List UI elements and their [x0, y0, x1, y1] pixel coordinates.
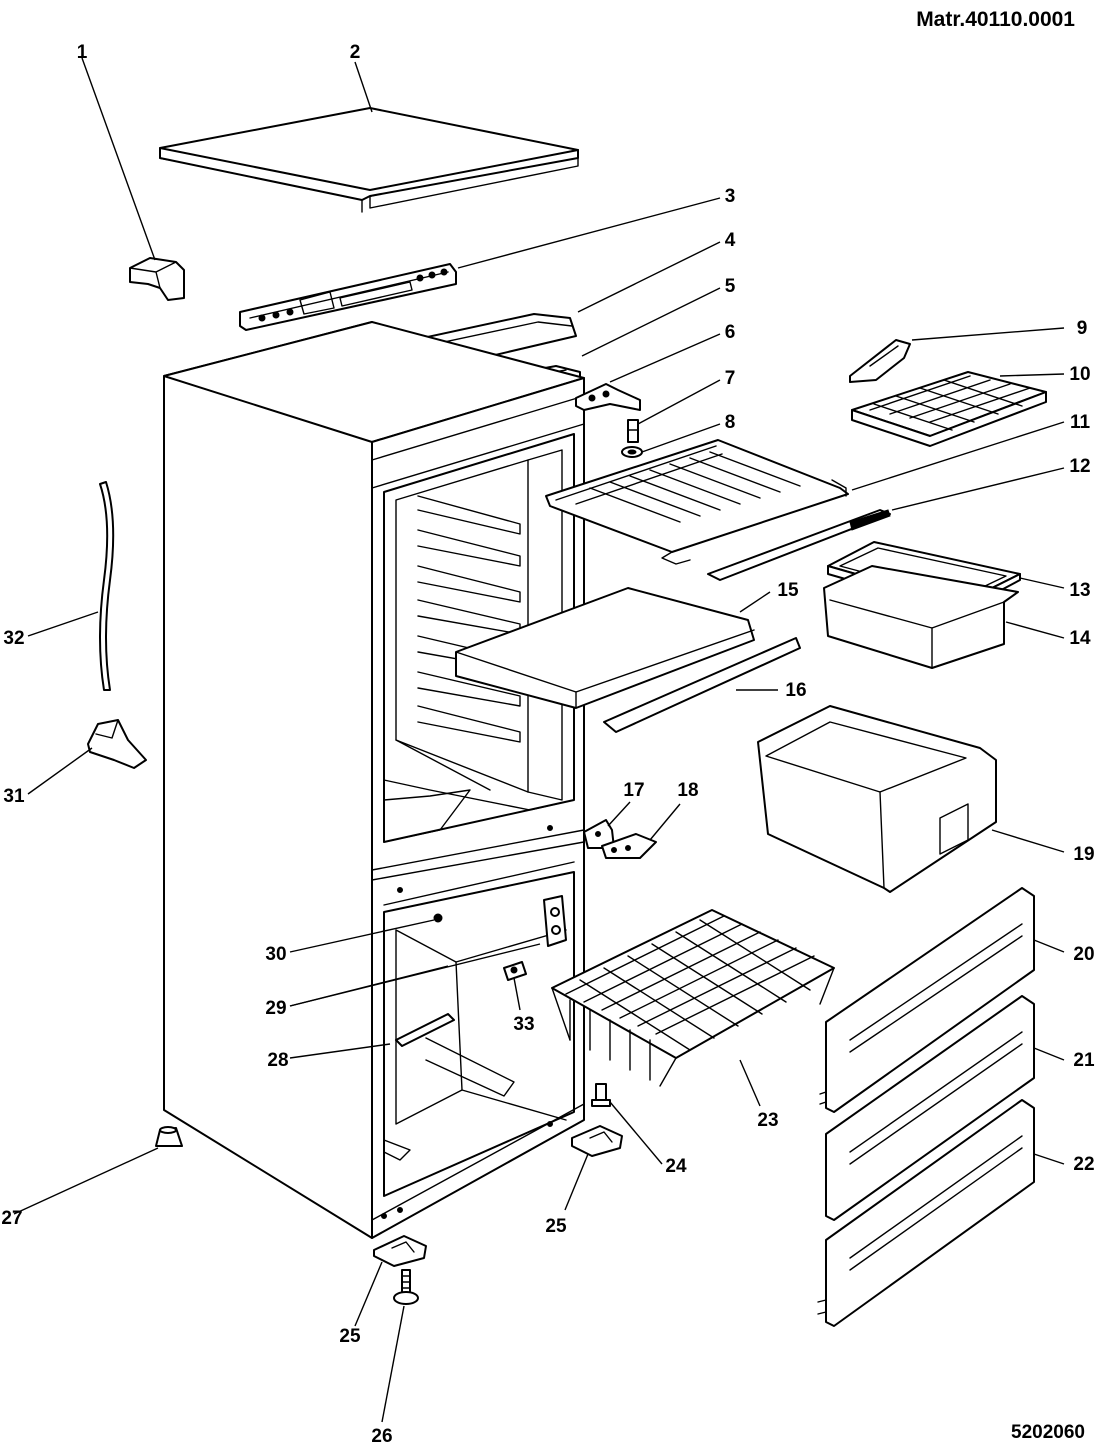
- part-large-drawer: [757, 705, 997, 893]
- callout-8: 8: [725, 412, 736, 433]
- callout-15: 15: [777, 580, 799, 601]
- callout-6: 6: [725, 322, 736, 343]
- part-shelf-trim: [603, 637, 801, 733]
- part-hinge-pin: [601, 833, 657, 859]
- part-inner-bracket: [395, 1013, 455, 1047]
- callout-21: 21: [1073, 1050, 1095, 1071]
- callout-28: 28: [267, 1050, 288, 1071]
- callout-32: 32: [3, 628, 24, 649]
- part-bracket-bottom: [373, 1235, 427, 1267]
- callout-23: 23: [757, 1110, 778, 1131]
- part-bushing: [621, 446, 643, 458]
- callout-25a: 25: [545, 1216, 567, 1237]
- callout-27: 27: [1, 1208, 22, 1229]
- drawing-number: 5202060: [1011, 1422, 1085, 1443]
- part-bracket-right: [571, 1125, 623, 1157]
- part-middle-hinge: [583, 819, 615, 849]
- part-top-hinge: [575, 383, 641, 411]
- callout-18: 18: [677, 780, 698, 801]
- part-freezer-drawer-2: [825, 995, 1035, 1221]
- callout-9: 9: [1077, 318, 1088, 339]
- part-control-panel: [239, 263, 457, 331]
- callout-24: 24: [665, 1156, 687, 1177]
- part-wire-shelf: [545, 439, 849, 565]
- callout-12: 12: [1069, 456, 1090, 477]
- part-freezer-drawer-1: [819, 887, 1035, 1113]
- part-top-cover: [159, 107, 579, 213]
- callout-1: 1: [77, 42, 88, 63]
- part-scraper: [849, 339, 911, 383]
- callout-31: 31: [3, 786, 25, 807]
- callout-16: 16: [785, 680, 806, 701]
- callout-26: 26: [371, 1426, 392, 1447]
- part-wire-basket: [551, 909, 835, 1087]
- leader-lines: [13, 57, 1065, 1423]
- callout-17: 17: [623, 780, 644, 801]
- part-hinge-cover: [87, 719, 147, 769]
- callout-5: 5: [725, 276, 736, 297]
- callout-33: 33: [513, 1014, 534, 1035]
- callout-labels: 1 2 3 4 5 6 7 8 9 10 11 12 13 14 15 16 1…: [1, 42, 1095, 1447]
- callout-7: 7: [725, 368, 736, 389]
- callout-20: 20: [1073, 944, 1094, 965]
- callout-29: 29: [265, 998, 286, 1019]
- callout-22: 22: [1073, 1154, 1094, 1175]
- part-freezer-drawer-3: [817, 1099, 1035, 1327]
- callout-11: 11: [1070, 412, 1091, 433]
- material-code: Matr.40110.0001: [916, 8, 1075, 31]
- part-bolt: [591, 1083, 611, 1107]
- callout-19: 19: [1073, 844, 1094, 865]
- part-plug: [503, 961, 527, 981]
- part-foot-cap: [155, 1126, 183, 1147]
- part-cabinet: [163, 321, 585, 1239]
- part-pin: [627, 419, 639, 443]
- callout-10: 10: [1069, 364, 1090, 385]
- part-door-handle: [99, 481, 115, 691]
- callout-25b: 25: [339, 1326, 361, 1347]
- callout-2: 2: [350, 42, 361, 63]
- callout-4: 4: [725, 230, 736, 251]
- callout-30: 30: [265, 944, 286, 965]
- part-latch: [543, 895, 567, 947]
- part-leveling-foot: [393, 1269, 419, 1305]
- part-glass-shelf: [455, 587, 755, 709]
- callout-14: 14: [1069, 628, 1091, 649]
- callout-13: 13: [1069, 580, 1090, 601]
- part-knob: [129, 257, 185, 301]
- part-ice-tray: [851, 371, 1047, 447]
- callout-3: 3: [725, 186, 736, 207]
- part-crisper-box: [823, 565, 1019, 669]
- part-shelf-rail: [707, 509, 891, 581]
- part-screw: [433, 913, 443, 923]
